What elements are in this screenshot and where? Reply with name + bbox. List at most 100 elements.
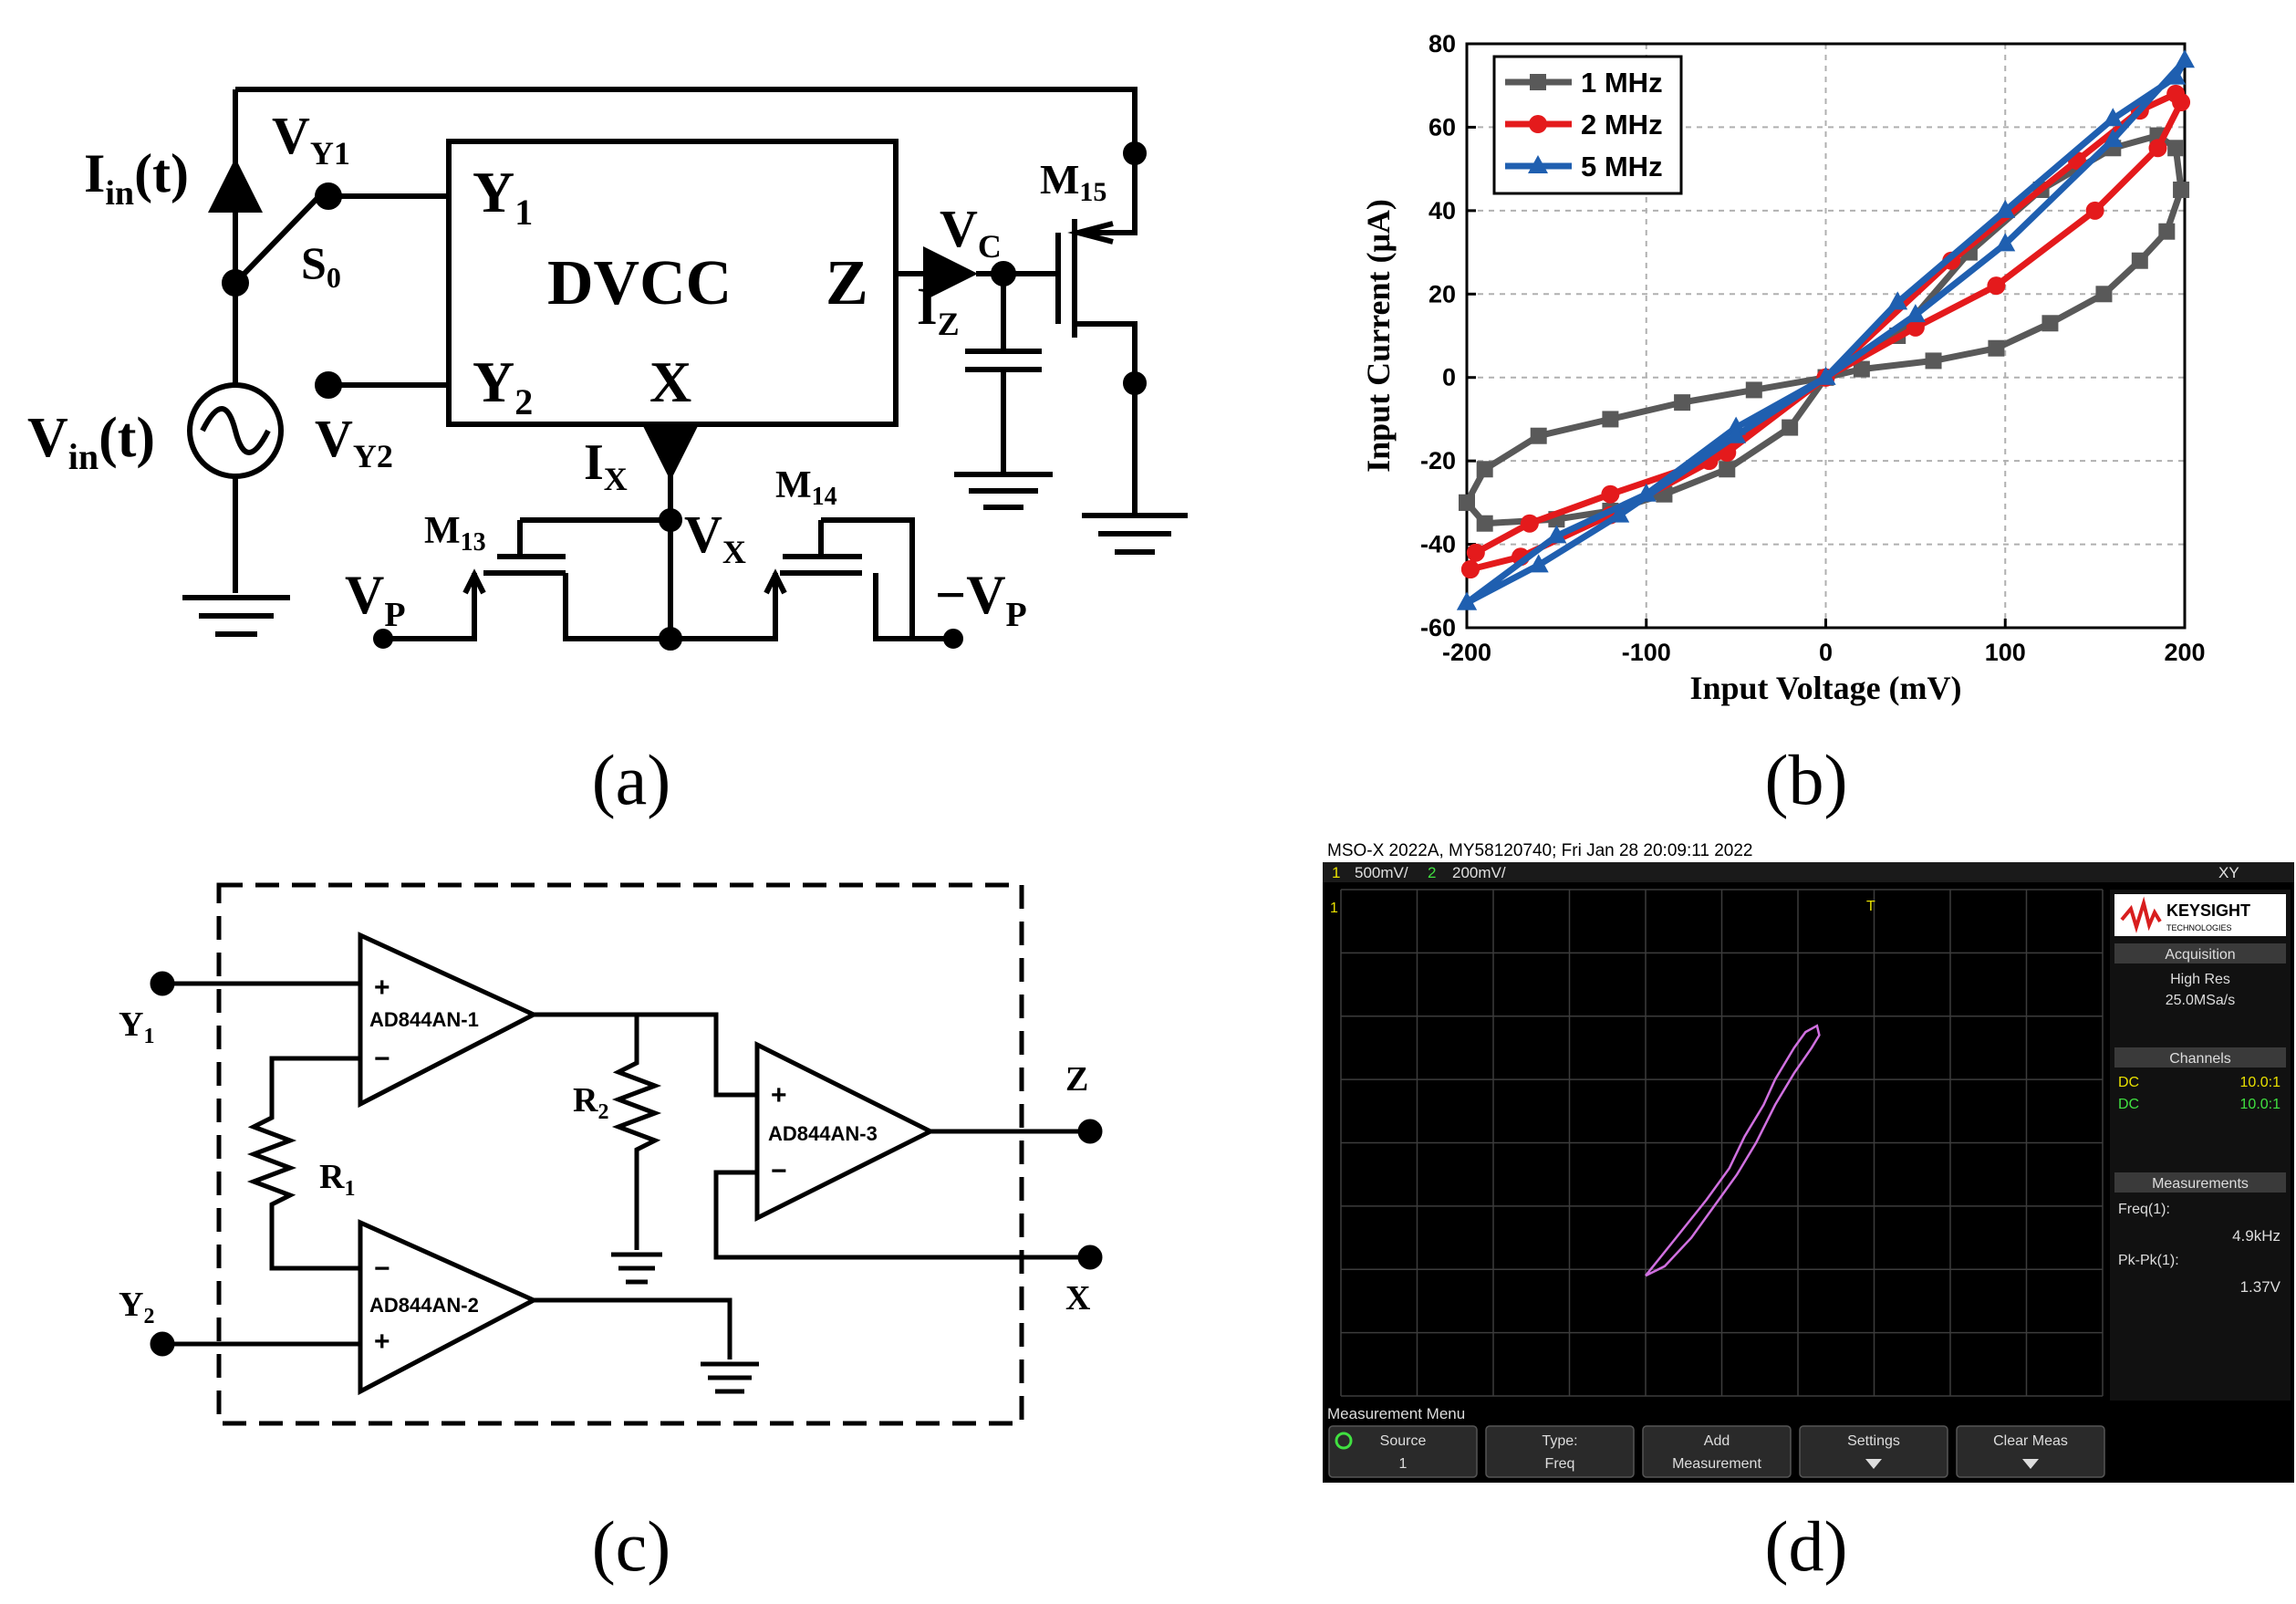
m13-arrow	[462, 568, 486, 595]
data-point	[1782, 419, 1799, 436]
label-vy2: VY2	[315, 409, 393, 474]
label-vy1: VY1	[272, 106, 350, 172]
scope-header: MSO-X 2022A, MY58120740; Fri Jan 28 20:0…	[1327, 841, 1753, 860]
chevron-down-icon	[2022, 1459, 2039, 1469]
data-point	[2166, 84, 2186, 103]
ch2-number: 2	[1428, 864, 1436, 881]
scope-side-panel	[2110, 890, 2291, 1401]
acq-rate: 25.0MSa/s	[2166, 993, 2235, 1008]
m14-terminals	[670, 573, 953, 641]
series-line-2	[1464, 57, 2188, 606]
caption-b: (b)	[1764, 740, 1848, 819]
softkey-top-label: Source	[1380, 1433, 1427, 1449]
data-point	[1601, 484, 1620, 504]
m14-arrow	[764, 568, 787, 595]
data-point	[1460, 560, 1480, 578]
label-x: X	[649, 349, 691, 414]
data-point	[1476, 515, 1493, 532]
ground-icon-m15	[1082, 513, 1188, 555]
channels-title: Channels	[2169, 1051, 2231, 1067]
node-vy1	[315, 182, 342, 210]
data-point	[2085, 201, 2104, 220]
x-tick-label: -200	[1442, 639, 1491, 666]
legend-label: 2 MHz	[1581, 109, 1663, 141]
label-c-y1: Y1	[119, 1005, 154, 1048]
ground-icon-r2	[611, 1252, 662, 1285]
legend-marker	[1530, 74, 1546, 90]
node-neg-vp	[943, 629, 963, 649]
node-z	[1077, 1119, 1103, 1144]
softkey-bottom-label: Freq	[1545, 1456, 1575, 1472]
opamp-2-plus: +	[374, 1327, 390, 1357]
data-point	[1719, 461, 1736, 478]
y-tick-label: 40	[1429, 197, 1456, 224]
data-point	[1609, 504, 1630, 523]
data-point	[1988, 339, 2005, 357]
m14-gate	[783, 520, 862, 559]
legend-marker	[1529, 115, 1547, 133]
panel-d-oscilloscope: MSO-X 2022A, MY58120740; Fri Jan 28 20:0…	[1323, 841, 2294, 1483]
data-point	[2103, 108, 2124, 127]
softkey-2	[1642, 1425, 1792, 1478]
data-point	[2148, 139, 2167, 158]
chevron-down-icon	[1865, 1459, 1882, 1469]
brand-name: KEYSIGHT	[2166, 901, 2250, 920]
data-point	[2173, 182, 2190, 198]
data-point	[1925, 352, 1942, 370]
ground-icon-op2	[701, 1361, 759, 1394]
opamp-3	[754, 1040, 936, 1223]
y-axis-label: Input Current (μA)	[1360, 199, 1397, 473]
ch1-number: 1	[1332, 864, 1340, 881]
y-tick-label: -40	[1420, 531, 1456, 558]
caption-c: (c)	[591, 1506, 671, 1586]
ch2-scale: 200mV/	[1452, 864, 1506, 881]
data-point	[1815, 366, 1836, 385]
x-axis-label: Input Voltage (mV)	[1689, 670, 1961, 706]
y-tick-label: 80	[1429, 30, 1456, 57]
legend-label: 1 MHz	[1581, 67, 1663, 99]
softkey-top-label: Clear Meas	[1993, 1433, 2068, 1449]
m13-terminals	[383, 573, 670, 641]
data-point	[2175, 49, 2195, 68]
node-m15-top	[1123, 141, 1147, 165]
data-point	[1546, 525, 1567, 544]
channels-header	[2114, 1047, 2286, 1068]
label-y1: Y1	[473, 160, 533, 233]
label-c-z: Z	[1065, 1060, 1088, 1099]
opamp-2	[358, 1219, 539, 1396]
label-ix: IX	[584, 434, 628, 497]
softkey-top-label: Add	[1704, 1433, 1730, 1449]
y-tick-label: -60	[1420, 614, 1456, 641]
m13-gate	[497, 520, 566, 559]
softkey-0	[1328, 1425, 1478, 1478]
opamp-1-minus: −	[374, 1044, 390, 1074]
panel-c-circuit	[150, 882, 1103, 1426]
menu-title: Measurement Menu	[1327, 1405, 1465, 1422]
opamp-3-minus: −	[771, 1156, 787, 1186]
acq-header	[2114, 943, 2286, 963]
data-point	[1466, 543, 1485, 562]
legend-marker	[1528, 155, 1548, 173]
softkey-top-label: Settings	[1847, 1433, 1900, 1449]
data-point	[1602, 411, 1619, 428]
acq-mode: High Res	[2170, 972, 2230, 987]
data-point	[1887, 291, 1908, 310]
data-point	[1987, 276, 2006, 296]
scope-graticule	[1340, 889, 2104, 1397]
data-point	[1995, 199, 2016, 218]
y-tick-label: 20	[1429, 280, 1456, 307]
data-point	[1726, 424, 1747, 443]
ch1-coupling: DC	[2118, 1075, 2139, 1090]
panel-a-circuit	[182, 87, 1188, 651]
data-point	[2041, 315, 2059, 332]
label-y2: Y2	[473, 349, 533, 422]
data-point	[1853, 360, 1870, 378]
sine-icon	[200, 406, 271, 455]
label-c-r1: R1	[319, 1158, 355, 1201]
softkey-top-label: Type:	[1542, 1433, 1577, 1449]
data-point	[1995, 233, 2016, 252]
x-tick-label: -100	[1622, 639, 1671, 666]
label-z: Z	[826, 248, 868, 318]
